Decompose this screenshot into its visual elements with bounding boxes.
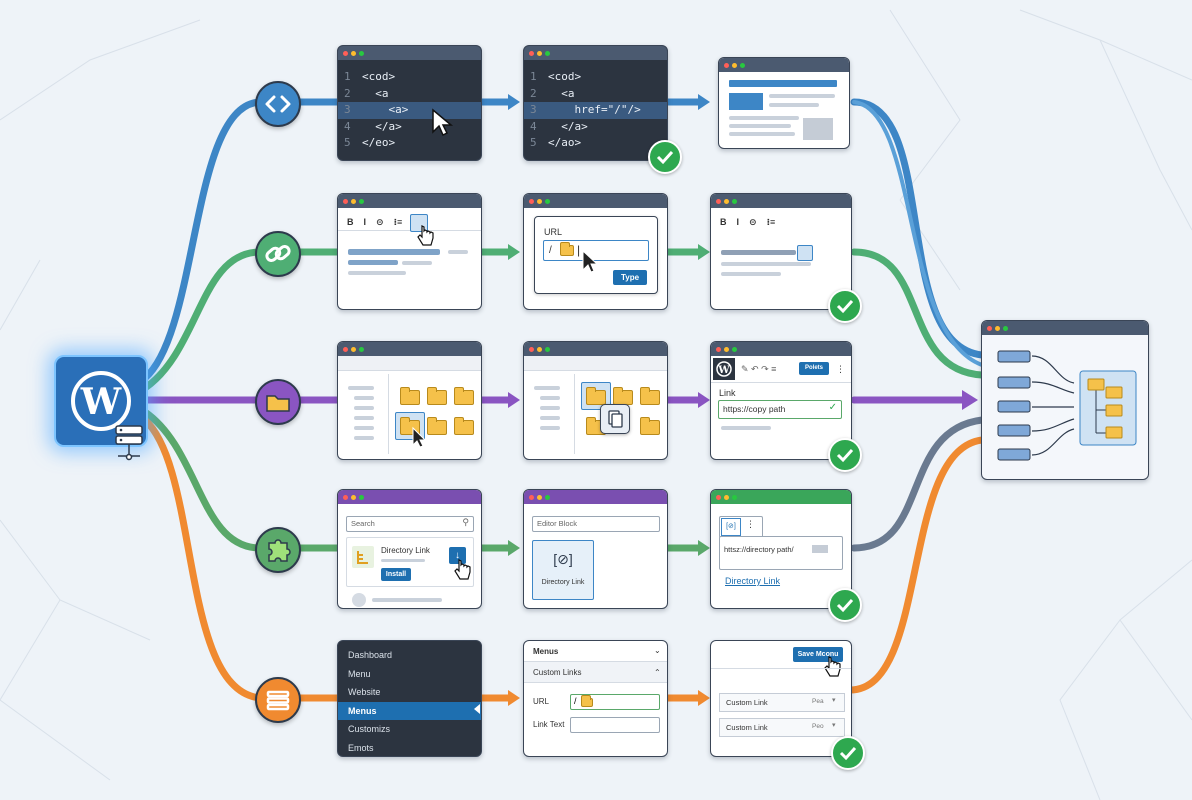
hand-cursor-icon <box>824 656 841 677</box>
menu-item[interactable]: Custom Link Pea ▾ <box>719 693 845 712</box>
file-browser-copy <box>523 341 668 460</box>
url-input[interactable]: / <box>570 694 660 710</box>
menu-structure: Save Mconu Custom Link Pea ▾ Custom Link… <box>710 640 852 757</box>
menus-title: Menus <box>533 647 559 656</box>
code-icon <box>255 81 301 127</box>
hand-cursor-icon <box>454 559 471 580</box>
list-icon <box>255 677 301 723</box>
format-button[interactable]: B <box>720 217 727 227</box>
code-line: 3 href="/"/> <box>524 102 667 119</box>
checkmark-icon <box>648 140 682 174</box>
sidebar-item-menu[interactable]: Menu <box>348 668 371 679</box>
plugin-name: Directory Link <box>381 546 430 555</box>
sidebar-item-emots[interactable]: Emots <box>348 742 374 753</box>
editor-block-input[interactable]: Editor Block <box>532 516 660 532</box>
custom-links-header[interactable]: Custom Links <box>533 668 582 677</box>
checkmark-icon <box>828 289 862 323</box>
connector-orange <box>141 416 342 702</box>
format-button[interactable]: ⊝ <box>376 217 384 227</box>
plugin-search: Search ⚲ Directory Link Install ↓ <box>337 489 482 609</box>
code-line: 1<cod> <box>344 70 396 83</box>
format-button[interactable]: ⁝≡ <box>766 217 776 227</box>
sidebar-item-website[interactable]: Website <box>348 687 381 697</box>
checkmark-icon <box>828 588 862 622</box>
sidebar-item-menus[interactable]: Menus <box>338 701 481 720</box>
menus-panel: Menus ⌄ Custom Links ⌃ URL / Link Text <box>523 640 668 757</box>
menu-item[interactable]: Custom Link Peo ▾ <box>719 718 845 737</box>
url-input[interactable]: / | <box>543 240 649 261</box>
plugin-icon <box>352 546 374 568</box>
code-line: 1<cod> <box>530 70 582 83</box>
url-dialog: URL / | Type <box>523 193 668 310</box>
server-icon <box>112 424 146 464</box>
folder-icon <box>255 379 301 425</box>
format-button[interactable]: ⊝ <box>749 217 757 227</box>
code-line: 4 </a> <box>344 119 402 133</box>
url-label: URL <box>544 227 563 237</box>
type-button[interactable]: Type <box>613 270 647 285</box>
editor-block: Editor Block [⊘] Directory Link <box>523 489 668 609</box>
format-button[interactable]: ⁝≡ <box>393 217 403 227</box>
url-field[interactable]: httsz://directory path/ <box>719 536 843 570</box>
link-text-label: Link Text <box>533 720 565 729</box>
code-line: 5</eo> <box>344 136 396 149</box>
web-page-preview <box>718 57 850 149</box>
publish-button[interactable]: Polets <box>799 362 829 375</box>
copy-icon <box>600 404 630 434</box>
link-result: [⊘] ⋮ httsz://directory path/ Directory … <box>710 489 852 609</box>
svg-text:W: W <box>717 365 730 376</box>
link-icon <box>255 231 301 277</box>
svg-text:W: W <box>80 381 122 423</box>
arrow-cursor-icon <box>432 108 454 137</box>
code-line: 4 </a> <box>530 119 588 133</box>
connector-teal <box>141 408 342 552</box>
link-input[interactable]: https://copy path ✓ <box>718 400 842 419</box>
format-button[interactable]: B <box>347 217 354 227</box>
search-icon: ⚲ <box>462 517 469 527</box>
code-line: 2 <a <box>530 86 575 100</box>
checkmark-icon <box>831 736 865 770</box>
code-editor-before: 1<cod> 2 <a 3 <a>4 </a> 5</eo> <box>337 45 482 161</box>
wordpress-logo-icon: W <box>713 358 735 380</box>
connector-green <box>141 248 342 392</box>
sidebar-item-customizs[interactable]: Customizs <box>348 724 391 734</box>
connector-blue <box>141 98 342 382</box>
hand-cursor-icon <box>417 225 434 246</box>
install-button[interactable]: Install <box>381 568 411 581</box>
url-label: URL <box>533 697 550 706</box>
arrow-cursor-icon <box>412 426 427 448</box>
format-button[interactable]: I <box>736 217 740 227</box>
arrow-cursor-icon <box>582 249 599 273</box>
format-button[interactable]: I <box>363 217 367 227</box>
link-label: Link <box>719 388 736 398</box>
checkmark-icon <box>828 438 862 472</box>
block-editor-link: W ✎ ↶ ↷ ≡ Polets ⋮ Link https://copy pat… <box>710 341 852 460</box>
download-button[interactable]: ↓ <box>449 547 466 564</box>
directory-structure-window <box>981 320 1149 480</box>
link-text-input[interactable] <box>570 717 660 733</box>
directory-link-block[interactable]: [⊘] Directory Link <box>532 540 594 600</box>
code-line: 3 <a> <box>338 102 481 119</box>
code-editor-after: 1<cod> 2 <a 3 href="/"/>4 </a> 5</ao> <box>523 45 668 161</box>
wordpress-logo-icon: W <box>71 371 131 431</box>
sidebar-item-dashboard[interactable]: Dashboard <box>348 650 393 660</box>
code-line: 2 <a <box>344 86 389 100</box>
directory-link[interactable]: Directory Link <box>725 576 781 586</box>
puzzle-icon <box>255 527 301 573</box>
search-input[interactable]: Search ⚲ <box>346 516 474 532</box>
code-line: 5</ao> <box>530 136 582 149</box>
file-browser <box>337 341 482 460</box>
